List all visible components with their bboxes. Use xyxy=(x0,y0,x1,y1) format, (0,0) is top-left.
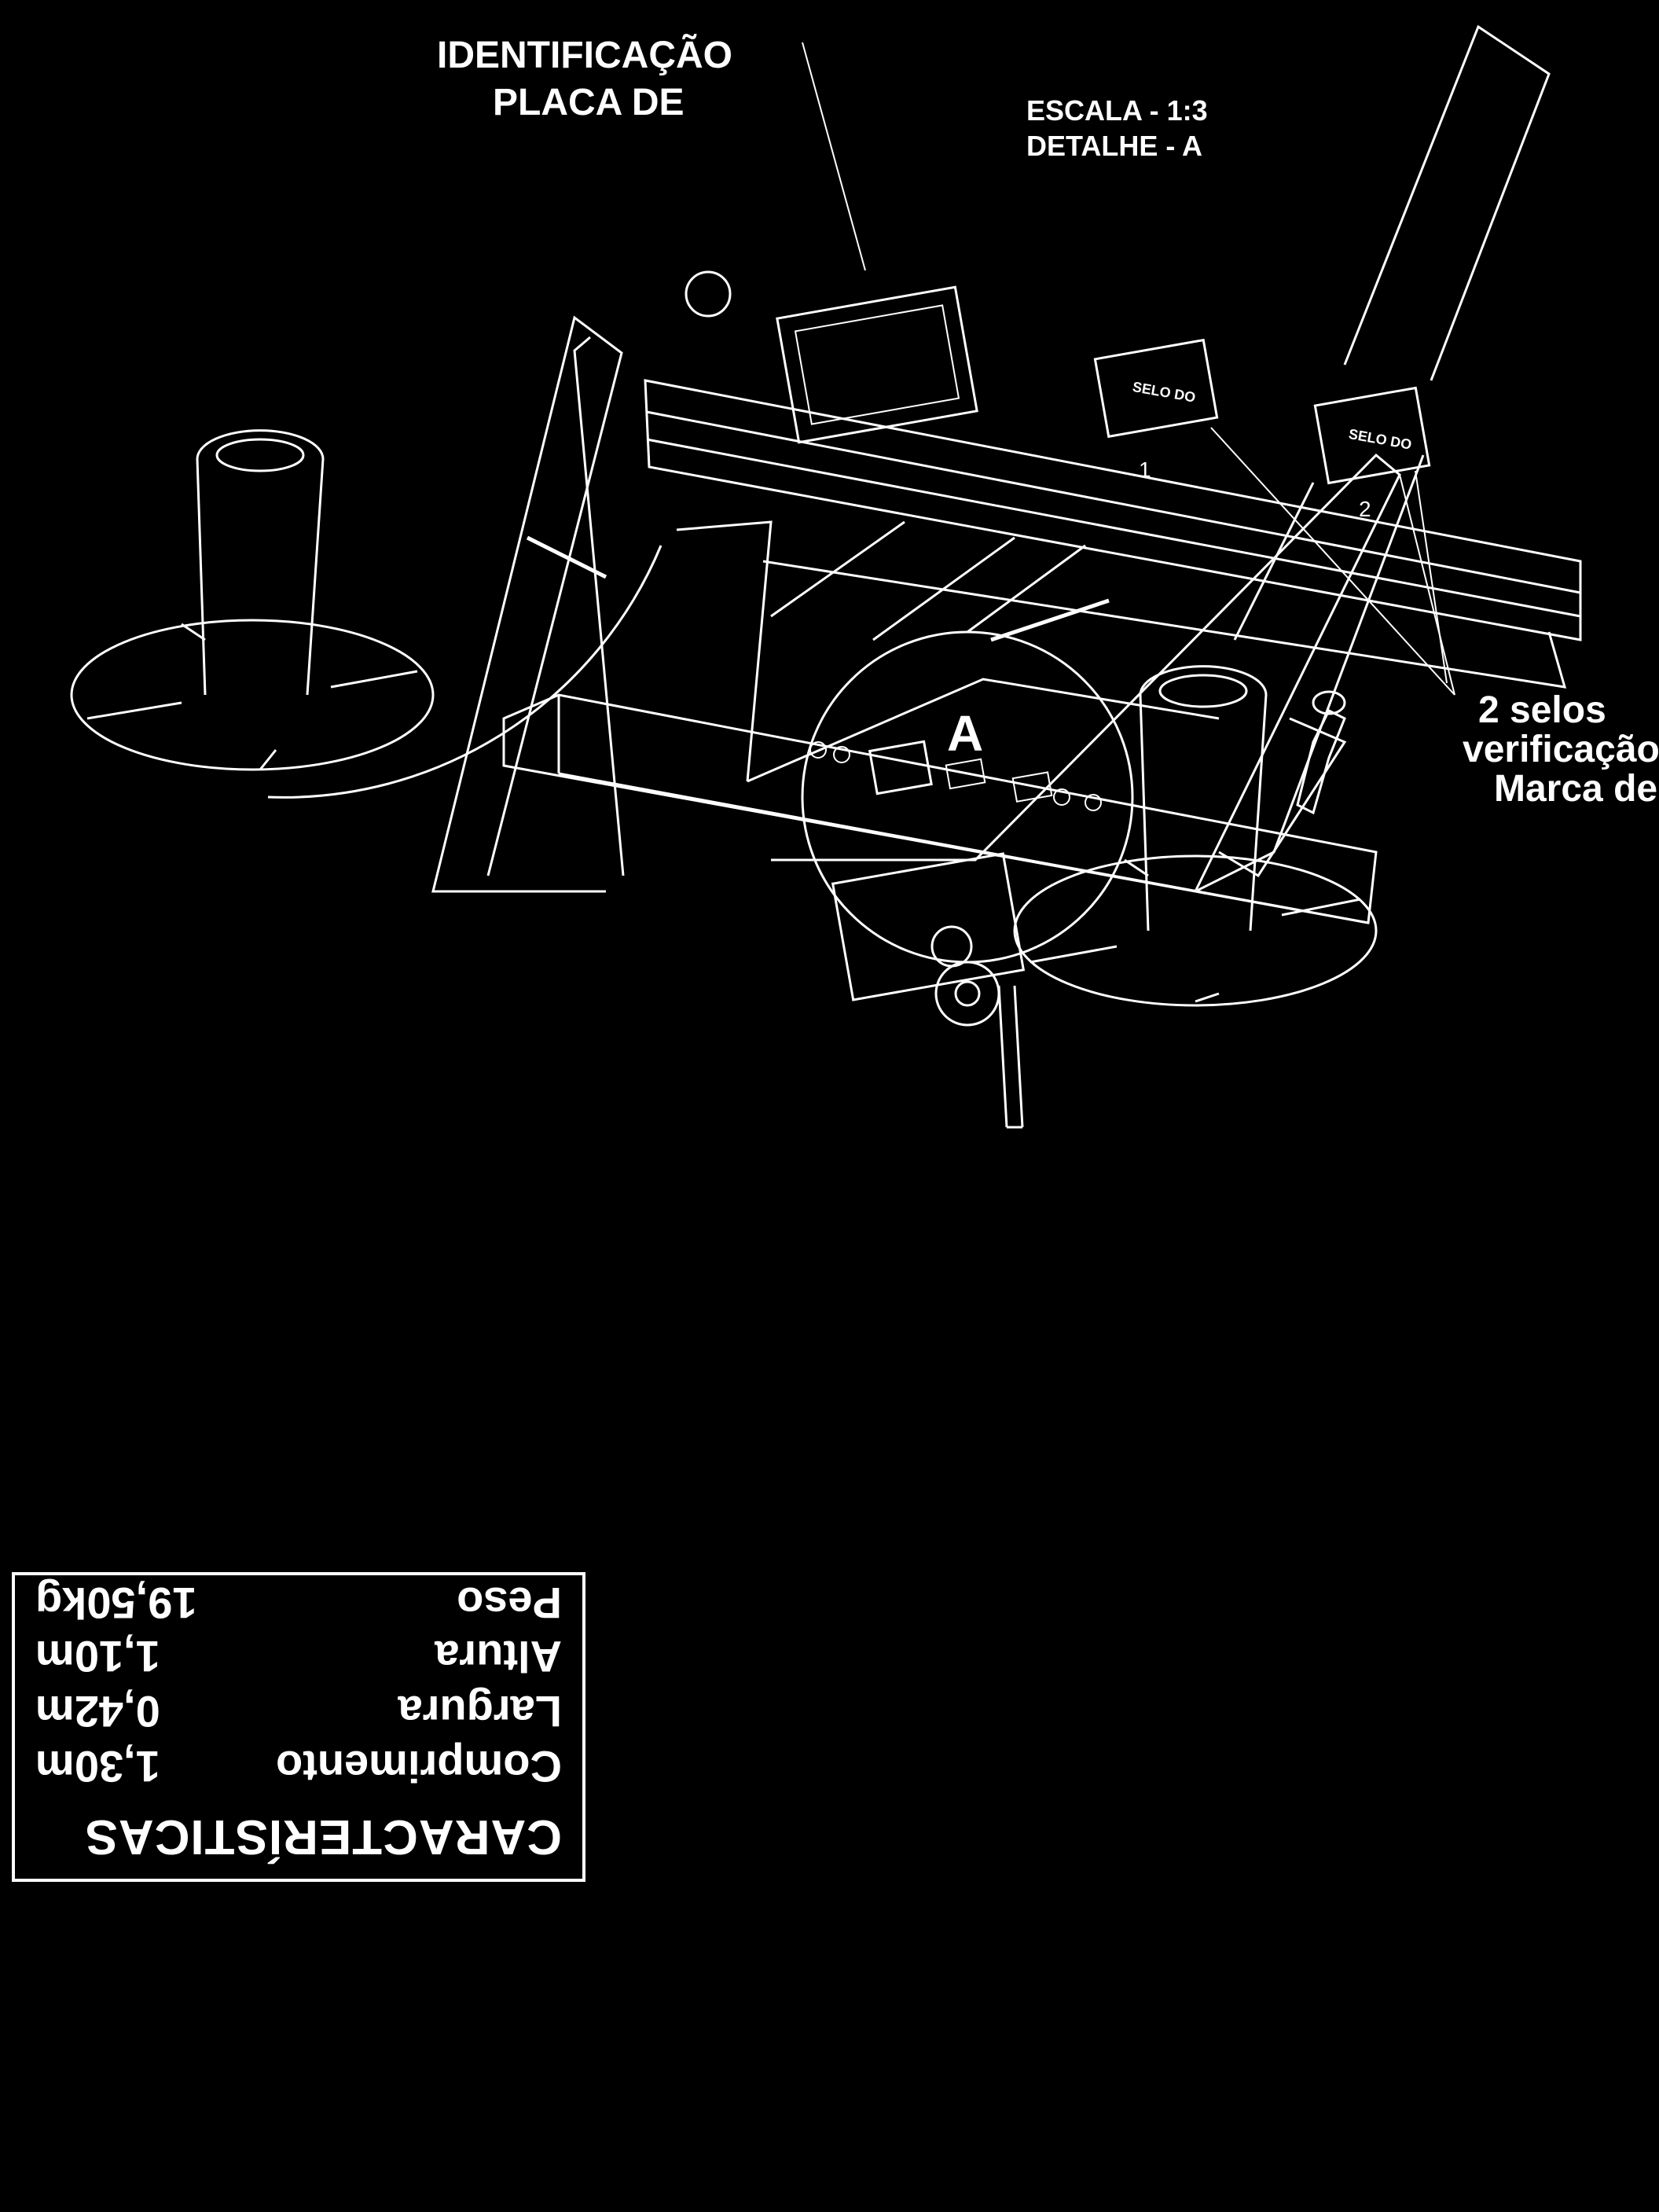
spec-row-length: Comprimento 1,30m xyxy=(35,1741,562,1792)
spec-row-height: Altura 1,10m xyxy=(35,1631,562,1682)
identification-plate xyxy=(776,285,978,444)
detail-bar xyxy=(644,379,1582,641)
machine-view xyxy=(70,315,1425,1129)
handle-crank xyxy=(1296,690,1346,815)
spec-label: Peso xyxy=(457,1578,562,1628)
detail-title: DETALHE - A xyxy=(1026,130,1202,162)
plate-leader xyxy=(802,42,866,271)
caster-wheel-left xyxy=(1013,665,1378,1007)
spec-row-weight: Peso 19,50kg xyxy=(35,1578,562,1629)
bolt-icon xyxy=(685,270,732,318)
spec-value: 1,30m xyxy=(35,1742,160,1791)
detail-scale: ESCALA - 1:3 xyxy=(1026,94,1208,127)
plate-label-line2: IDENTIFICAÇÃO xyxy=(437,33,732,76)
frame-left xyxy=(771,453,1401,892)
seal-2-text: SELO DO xyxy=(1348,426,1413,453)
mark-label-line3: 2 selos xyxy=(1478,689,1606,731)
spec-label: Comprimento xyxy=(276,1742,562,1791)
mark-label-line2: verificação xyxy=(1463,729,1659,770)
spec-value: 0,42m xyxy=(35,1687,160,1736)
seal-1-number: 1 xyxy=(1139,457,1151,482)
mark-label-line1: Marca de xyxy=(1494,768,1657,810)
spec-value: 1,10m xyxy=(35,1632,160,1681)
characteristics-box: CARACTERÍSTICAS Comprimento 1,30m Largur… xyxy=(12,1572,585,1882)
seal-1 xyxy=(1093,338,1219,439)
frame-right xyxy=(431,315,623,893)
detail-marker: A xyxy=(947,705,983,762)
plate-label-line1: PLACA DE xyxy=(493,82,685,123)
spec-label: Altura xyxy=(435,1632,562,1681)
seal-leader-3 xyxy=(1415,470,1448,684)
seal-2 xyxy=(1313,386,1431,485)
detail-a-circle xyxy=(801,630,1134,964)
caster-wheel-right xyxy=(70,429,435,771)
spec-row-width: Largura 0,42m xyxy=(35,1686,562,1737)
seal-2-number: 2 xyxy=(1359,497,1371,521)
seal-leader-2 xyxy=(1399,474,1455,696)
seal-1-text: SELO DO xyxy=(1132,379,1197,406)
detail-upright xyxy=(1343,24,1551,381)
spec-value: 19,50kg xyxy=(35,1578,197,1628)
base-beam xyxy=(502,693,1378,924)
counter-mechanism xyxy=(831,852,1026,1129)
spec-label: Largura xyxy=(398,1687,563,1736)
seal-leader-1 xyxy=(1210,427,1455,696)
detail-a-view xyxy=(267,24,1582,878)
characteristics-title: CARACTERÍSTICAS xyxy=(84,1810,562,1864)
